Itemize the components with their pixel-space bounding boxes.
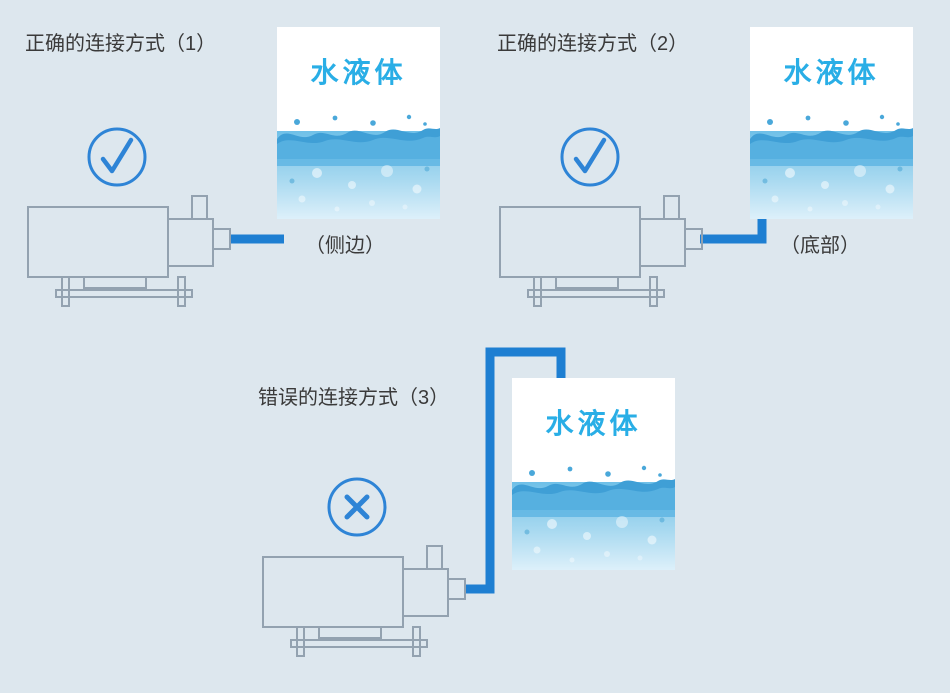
diagram-1-title: 正确的连接方式（1） (25, 33, 217, 55)
water-container: 水液体 (277, 27, 440, 219)
water-container: 水液体 (512, 378, 675, 570)
position-label: （侧边） (305, 235, 385, 257)
water-container: 水液体 (750, 27, 913, 219)
check-icon (86, 126, 148, 188)
pipe-over-top (465, 347, 566, 594)
pipe-side (230, 234, 284, 244)
pipe-bottom (700, 210, 767, 244)
cross-icon (326, 476, 388, 538)
water-label: 水液体 (310, 57, 407, 88)
check-icon (559, 126, 621, 188)
water-label: 水液体 (783, 57, 880, 88)
diagram-2-title: 正确的连接方式（2） (497, 33, 689, 55)
position-label: （底部） (780, 235, 860, 257)
water-image (512, 465, 675, 570)
diagram-3-title: 错误的连接方式（3） (258, 387, 450, 409)
water-label: 水液体 (545, 408, 642, 439)
pump-device (262, 545, 466, 657)
